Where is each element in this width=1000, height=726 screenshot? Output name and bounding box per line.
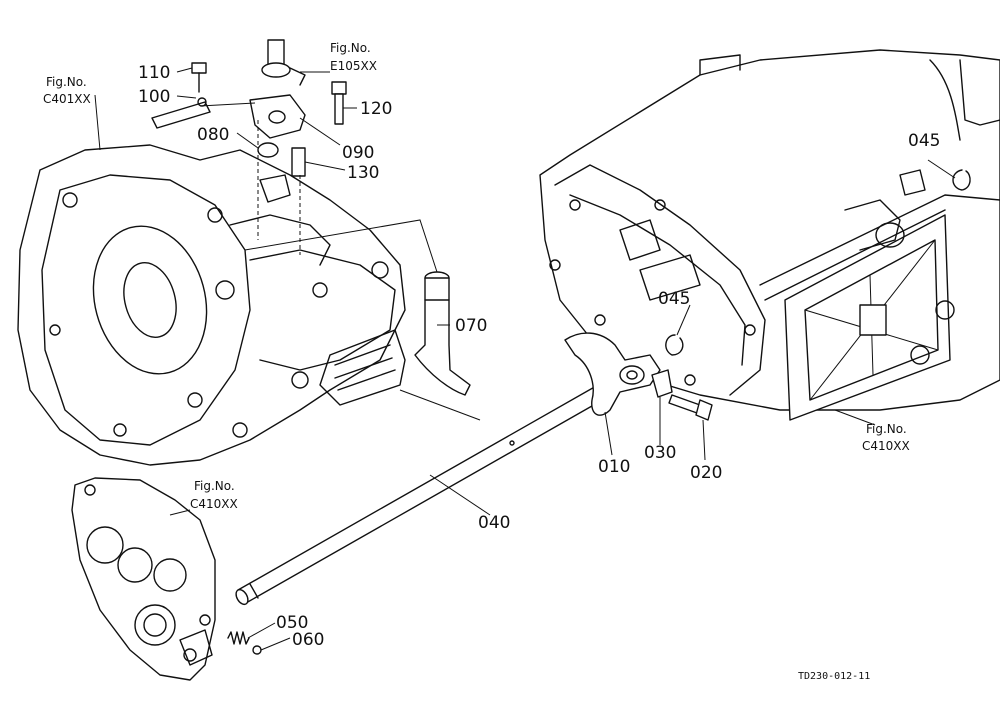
top-bracket-assembly (249, 39, 306, 255)
circlip-middle (665, 334, 684, 356)
label-070: 070 (455, 316, 487, 336)
label-080: 080 (197, 125, 229, 145)
right-transmission-case (539, 49, 1000, 421)
lock-plate (651, 369, 673, 398)
label-050: 050 (276, 613, 308, 633)
label-010: 010 (598, 457, 630, 477)
label-045-upper: 045 (908, 131, 940, 151)
o-ring-080 (257, 142, 279, 158)
fig-ref-e105: E105XX (330, 59, 377, 73)
label-090: 090 (342, 143, 374, 163)
detent-spring (227, 631, 250, 645)
shift-fork (564, 332, 661, 416)
label-030: 030 (644, 443, 676, 463)
front-cover-plate (71, 477, 216, 681)
fig-ref-c410-right-label: Fig.No. (866, 422, 907, 436)
label-020: 020 (690, 463, 722, 483)
label-120: 120 (360, 99, 392, 119)
label-040: 040 (478, 513, 510, 533)
label-130: 130 (347, 163, 379, 183)
label-100: 100 (138, 87, 170, 107)
shift-rod (235, 384, 607, 606)
label-110: 110 (138, 63, 170, 83)
fig-ref-c401-label: Fig.No. (46, 75, 87, 89)
fig-ref-c410-left: C410XX (190, 497, 238, 511)
label-045-middle: 045 (658, 289, 690, 309)
fig-ref-c410-right: C410XX (862, 439, 910, 453)
collar-130 (291, 147, 306, 177)
shift-lever (414, 271, 471, 396)
bolt-and-plate (151, 62, 211, 129)
left-transmission-housing (17, 144, 406, 466)
detent-ball (252, 645, 262, 655)
bolt-120 (331, 81, 347, 125)
leader-lines (94, 67, 956, 651)
label-060: 060 (292, 630, 324, 650)
drawing-code: TD230-012-11 (798, 671, 870, 682)
fig-ref-c401: C401XX (43, 92, 91, 106)
fig-ref-c410-left-label: Fig.No. (194, 479, 235, 493)
circlip-upper (952, 169, 971, 191)
fork-bolt (668, 394, 713, 421)
fig-ref-e105-label: Fig.No. (330, 41, 371, 55)
